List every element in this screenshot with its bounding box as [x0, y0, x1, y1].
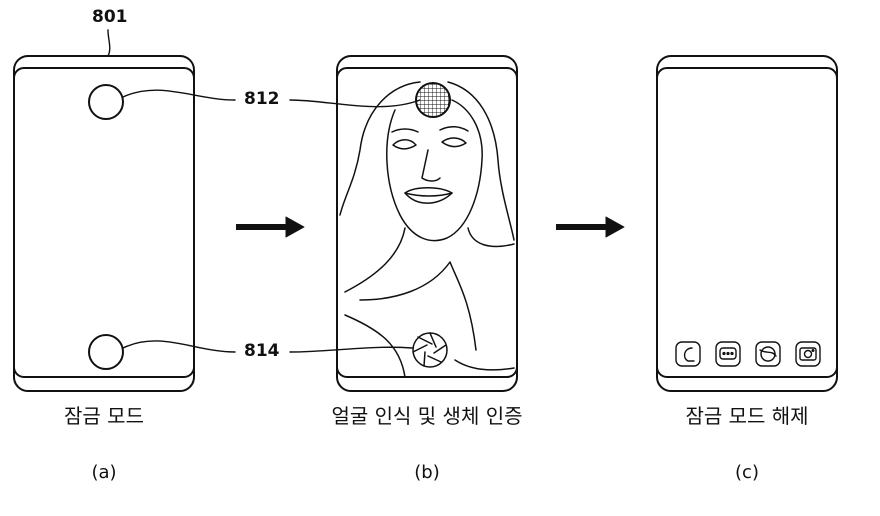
ref-801: 801 [92, 7, 128, 27]
phone-c-screen [656, 67, 838, 378]
leader-814-a [122, 340, 236, 353]
leader-814-b [289, 346, 413, 353]
arrow-1 [236, 216, 305, 238]
phone-c [656, 55, 838, 392]
fingerprint-shutter-b [412, 332, 448, 368]
sensor-top-a [88, 84, 124, 120]
iris-sensor-b [415, 82, 451, 118]
phone-icon [675, 341, 701, 367]
caption-a: 잠금 모드 [64, 404, 144, 428]
sublabel-b: (b) [414, 462, 440, 483]
face-sketch [339, 81, 515, 378]
sublabel-c: (c) [735, 462, 759, 483]
phone-b-screen [336, 67, 518, 378]
camera-icon [795, 341, 821, 367]
phone-c-body [656, 55, 838, 392]
arrow-2 [556, 216, 625, 238]
ref-814: 814 [244, 341, 280, 361]
sensor-bottom-a [88, 334, 124, 370]
browser-icon [755, 341, 781, 367]
ref-812: 812 [244, 89, 280, 109]
leader-801 [107, 29, 111, 57]
phone-a [13, 55, 195, 392]
phone-a-body [13, 55, 195, 392]
phone-b [336, 55, 518, 392]
leader-812-b [289, 99, 421, 108]
leader-812-a [122, 89, 236, 101]
caption-c: 잠금 모드 해제 [685, 404, 809, 428]
message-icon [715, 341, 741, 367]
phone-a-screen [13, 67, 195, 378]
sublabel-a: (a) [91, 462, 117, 483]
caption-b: 얼굴 인식 및 생체 인증 [331, 404, 523, 428]
